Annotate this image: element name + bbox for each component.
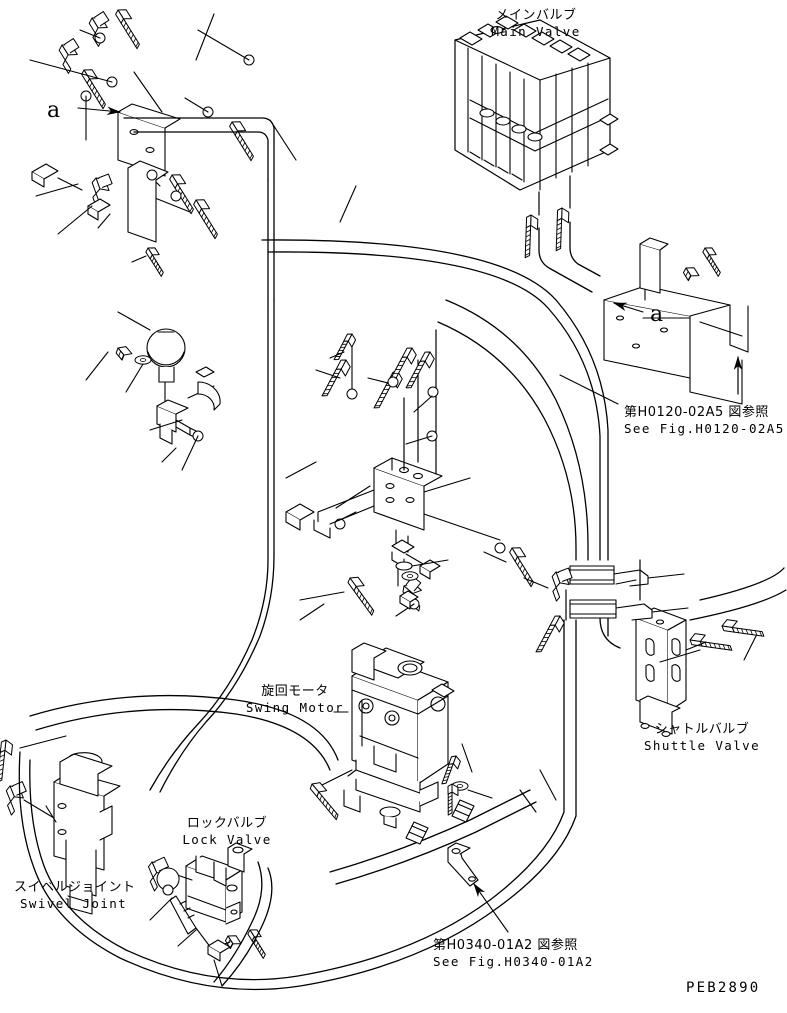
hose-clamp-collar-1 xyxy=(569,565,615,585)
figure-ref-h0340-jp: 第H0340-01A2 図参照 xyxy=(433,938,578,953)
callout-a-left: a xyxy=(47,98,61,123)
figure-ref-h0120-en: See Fig.H0120-02A5 xyxy=(624,421,785,436)
lock-valve-body xyxy=(185,842,253,925)
figure-ref-h0340-en: See Fig.H0340-01A2 xyxy=(433,954,594,969)
shuttle-valve-label-jp: シャトルバルブ xyxy=(654,722,750,737)
mount-bracket-right xyxy=(603,237,749,405)
hose-clamp-collar-2 xyxy=(569,599,617,619)
lock-valve-label-en: Lock Valve xyxy=(182,832,272,847)
accumulator-ball xyxy=(146,328,186,407)
tee-fitting-left xyxy=(156,399,199,445)
main-valve-label-jp: メインバルブ xyxy=(495,8,577,23)
main-valve-label-en: Main Valve xyxy=(491,24,581,39)
shuttle-valve-label-en: Shuttle Valve xyxy=(643,738,761,753)
center-manifold-block xyxy=(373,457,443,531)
upper-left-manifold xyxy=(117,103,181,243)
swivel-joint-body xyxy=(53,752,121,915)
figure-ref-h0120-jp: 第H0120-02A5 図参照 xyxy=(624,405,769,420)
drawing-number: PEB2890 xyxy=(686,980,761,996)
main-valve-body xyxy=(454,15,619,191)
hose-clamp-bracket xyxy=(447,842,479,887)
hose-clamp-collar-3 xyxy=(405,821,429,845)
lock-valve-label-jp: ロックバルブ xyxy=(186,816,268,831)
swivel-joint-label-en: Swivel Joint xyxy=(20,896,128,911)
swing-motor-label-jp: 旋回モータ xyxy=(261,684,329,699)
swing-motor-body xyxy=(343,642,455,829)
swing-motor-label-en: Swing Motor xyxy=(245,700,345,715)
swivel-joint-label-jp: スイベルジョイント xyxy=(14,880,136,895)
hose-clamp-collar-4 xyxy=(451,799,475,823)
callout-a-right: a xyxy=(650,302,664,327)
